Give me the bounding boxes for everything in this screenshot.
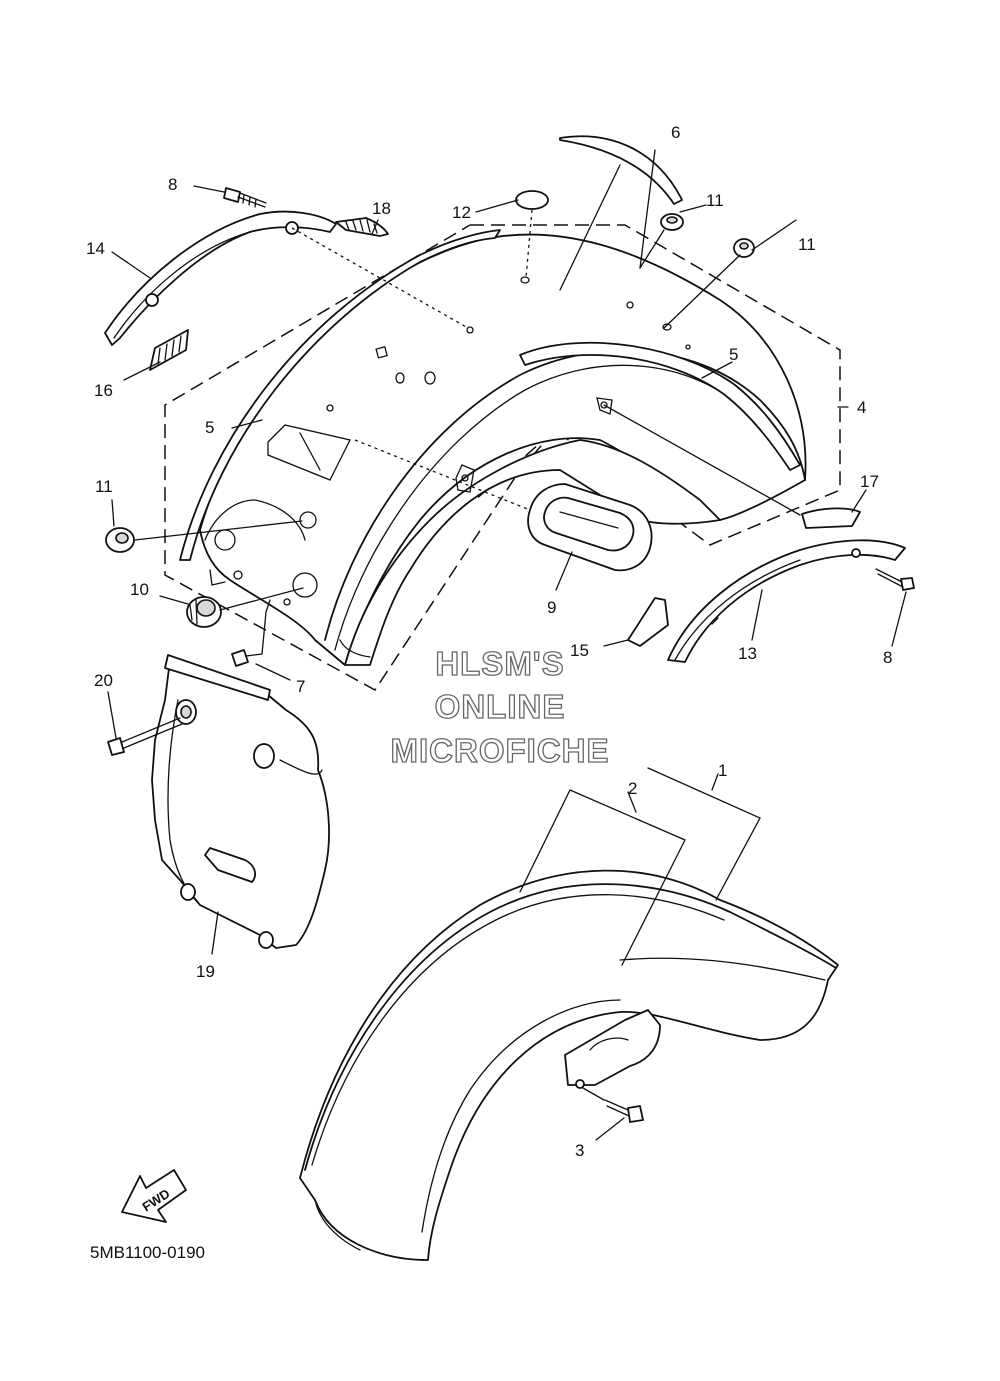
part-17-pad: [801, 507, 861, 529]
part-10-grommet: [186, 596, 222, 628]
callout-labels: 6 11 11 12 8 18 14 16 5 5 4 17 11 10 9 1…: [86, 123, 892, 1160]
rear-fender-assembly: [164, 224, 841, 691]
callout-14: 14: [86, 239, 105, 258]
callout-13: 13: [738, 644, 757, 663]
trim-strip-right: [519, 341, 801, 471]
grommet-11-top: [660, 213, 684, 231]
part-3-bolt: [582, 1087, 644, 1123]
callout-12: 12: [452, 203, 471, 222]
watermark-line-1: HLSM'S: [435, 645, 564, 682]
callout-8-right: 8: [883, 648, 892, 667]
part-15-pad: [627, 597, 669, 647]
watermark: HLSM'S ONLINE MICROFICHE: [390, 644, 610, 769]
callout-19: 19: [196, 962, 215, 981]
callout-5-right: 5: [729, 345, 738, 364]
part-20-bolt: [107, 717, 183, 756]
callout-1: 1: [718, 761, 727, 780]
callout-8-top: 8: [168, 175, 177, 194]
part-13-rail: [667, 539, 906, 663]
callout-9: 9: [547, 598, 556, 617]
part-19-cover: [151, 654, 330, 949]
front-fender: [299, 869, 839, 1261]
part-8-bolt-top: [223, 187, 267, 208]
trim-strip-left: [179, 229, 501, 561]
watermark-line-2: ONLINE: [435, 688, 566, 725]
callout-2: 2: [628, 779, 637, 798]
callout-6: 6: [671, 123, 680, 142]
leader-lines: [107, 149, 907, 1141]
part-12-cap: [515, 190, 549, 210]
grommet-11-right: [733, 238, 755, 258]
callout-20: 20: [94, 671, 113, 690]
callout-4: 4: [857, 398, 866, 417]
grommet-11-left: [105, 527, 135, 553]
callout-15: 15: [570, 641, 589, 660]
watermark-line-3: MICROFICHE: [391, 732, 610, 769]
part-18-pad: [335, 217, 389, 237]
callout-11-left: 11: [95, 477, 113, 496]
callout-3: 3: [575, 1141, 584, 1160]
part-6-trim: [559, 135, 683, 205]
callout-11-top: 11: [706, 191, 724, 210]
fwd-arrow-icon: FWD: [121, 1169, 187, 1223]
part-8-bolt-right: [875, 568, 915, 591]
callout-5-left: 5: [205, 418, 214, 437]
callout-10: 10: [130, 580, 149, 599]
diagram-code: 5MB1100-0190: [90, 1243, 205, 1262]
part-9-reflector: [527, 483, 653, 572]
callout-17: 17: [860, 472, 879, 491]
callout-7: 7: [296, 677, 305, 696]
part-14-rail: [104, 210, 337, 346]
part-7-bolt: [231, 599, 271, 667]
callout-18: 18: [372, 199, 391, 218]
callout-16: 16: [94, 381, 113, 400]
part-16-pad: [149, 329, 189, 371]
callout-11-right: 11: [798, 235, 816, 254]
